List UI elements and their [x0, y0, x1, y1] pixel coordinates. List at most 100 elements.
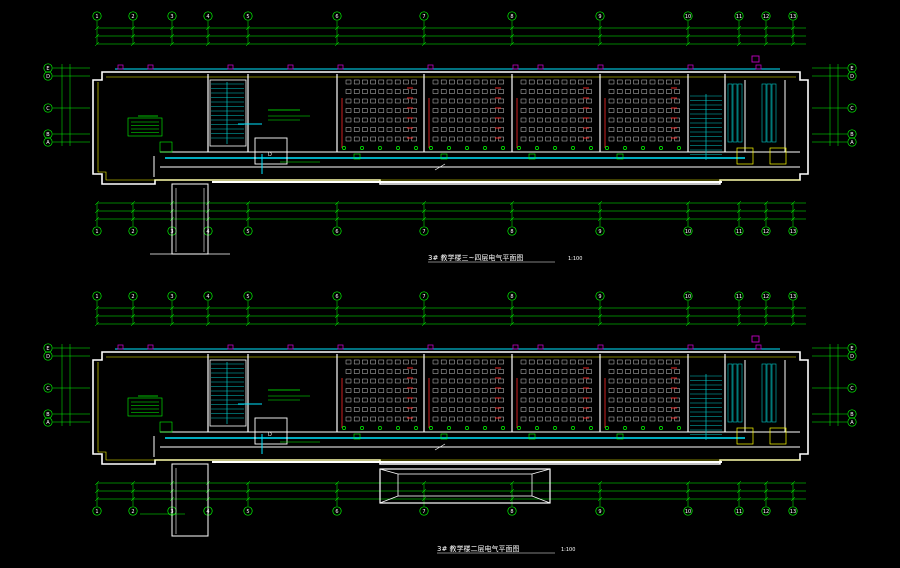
classroom-desk: [545, 117, 551, 123]
column-axis-bottom-7-label: 7: [422, 229, 425, 235]
column-axis-top-2-circle: [128, 291, 138, 301]
column-axis-top-10-circle: [683, 11, 693, 21]
dim-tick: [334, 200, 340, 206]
column-axis-top-10-label: 10: [685, 294, 691, 300]
junction-box-top: [337, 344, 344, 350]
dim-tick: [763, 496, 769, 502]
classroom-desk: [657, 127, 664, 132]
toilet-partition: [732, 363, 738, 423]
row-axis-left-A-label: A: [46, 420, 50, 426]
classroom-desk: [666, 117, 672, 123]
column-axis-top-13-label: 13: [790, 14, 796, 20]
classroom-desk: [553, 117, 560, 123]
equipment-label: D: [268, 152, 272, 158]
dim-tick: [685, 488, 691, 494]
dim-tick: [130, 496, 136, 502]
dim-tick: [205, 25, 211, 31]
classroom-desk: [520, 98, 527, 104]
socket-outlet: [342, 146, 346, 150]
corridor-switch: [528, 433, 536, 440]
dim-tick: [130, 33, 136, 39]
classroom-desk: [440, 98, 447, 104]
classroom-desk: [362, 388, 368, 393]
dim-tick: [509, 305, 515, 311]
dim-tick: [763, 33, 769, 39]
classroom-desk: [378, 117, 385, 123]
classroom-desk: [465, 136, 472, 142]
classroom-desk: [520, 388, 527, 393]
classroom-desk: [561, 117, 568, 123]
row-axis-left-D-label: D: [46, 74, 50, 80]
classroom-desk: [633, 359, 639, 365]
row-axis-left-C-label: C: [46, 386, 50, 392]
classroom-desk: [608, 79, 615, 85]
dim-tick: [597, 216, 603, 222]
classroom-desk: [578, 127, 584, 132]
junction-box-top: [687, 64, 694, 70]
junction-box-top: [537, 344, 544, 350]
classroom-desk: [578, 369, 584, 374]
label-leader-2: [434, 163, 446, 171]
column-axis-bottom-10-circle: [683, 226, 693, 236]
classroom-desk: [403, 416, 409, 422]
classroom-desk: [386, 108, 393, 113]
socket-outlet: [378, 146, 382, 150]
column-axis-bottom-12-label: 12: [763, 229, 769, 235]
classroom-desk: [394, 89, 401, 94]
column-axis-top-6-circle: [332, 291, 342, 301]
classroom-desk: [449, 108, 455, 113]
classroom-desk: [545, 407, 551, 412]
classroom-desk: [403, 79, 409, 85]
socket-outlet: [535, 426, 539, 430]
stair-enclosure: [209, 359, 247, 427]
dim-tick: [94, 41, 100, 47]
corridor-switch: [353, 433, 361, 440]
dim-tick: [763, 216, 769, 222]
row-axis-left-C-label: C: [46, 106, 50, 112]
classroom-desk: [457, 407, 463, 412]
classroom-desk: [490, 407, 496, 412]
classroom-desk: [553, 359, 560, 365]
classroom-desk: [353, 117, 360, 123]
classroom-desk: [465, 89, 472, 94]
classroom-desk: [649, 127, 656, 132]
classroom-desk: [561, 79, 568, 85]
dim-tick: [130, 321, 136, 327]
classroom-desk: [674, 407, 680, 412]
dim-tick: [245, 480, 251, 486]
column-axis-top-7-label: 7: [422, 14, 425, 20]
classroom-desk: [633, 89, 639, 94]
classroom-desk: [537, 136, 543, 142]
plan-scale-upper: 1:100: [568, 256, 582, 262]
classroom-desk: [657, 378, 664, 384]
classroom-desk: [490, 108, 496, 113]
dim-tick: [597, 41, 603, 47]
classroom-desk: [353, 397, 360, 403]
classroom-desk: [378, 98, 385, 104]
classroom-desk: [440, 89, 447, 94]
classroom-desk: [641, 416, 648, 422]
classroom-desk: [561, 407, 568, 412]
plan-scale-lower: 1:100: [561, 547, 575, 553]
dim-tick: [94, 33, 100, 39]
dim-tick: [421, 496, 427, 502]
column-axis-top-7-label: 7: [422, 294, 425, 300]
classroom-desk: [498, 117, 504, 123]
classroom-desk: [537, 378, 543, 384]
stair-enclosure: [209, 79, 247, 147]
classroom-desk: [625, 136, 631, 142]
column-axis-top-6-label: 6: [335, 294, 338, 300]
toilet-partition: [771, 363, 777, 423]
classroom-desk: [353, 89, 360, 94]
socket-outlet: [677, 146, 681, 150]
classroom-desk: [353, 416, 360, 422]
classroom-desk: [608, 98, 615, 104]
junction-box-top: [755, 64, 762, 70]
column-axis-bottom-2-label: 2: [131, 509, 134, 515]
classroom-desk: [473, 117, 480, 123]
classroom-desk: [578, 98, 584, 104]
row-axis-right-C-label: C: [850, 106, 854, 112]
classroom-desk: [578, 136, 584, 142]
classroom-desk: [537, 388, 543, 393]
classroom-desk: [440, 127, 447, 132]
